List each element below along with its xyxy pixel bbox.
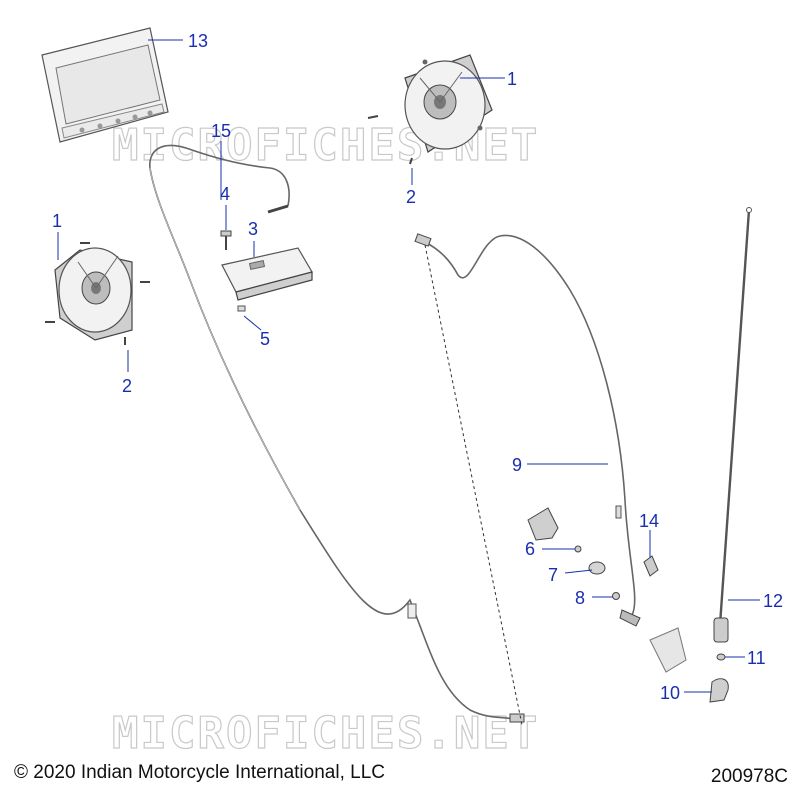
antenna-nut-part [716, 653, 726, 661]
speaker-top-part [367, 54, 493, 165]
fastener-part [237, 305, 246, 312]
callout-4: 4 [220, 184, 230, 204]
copyright-notice: © 2020 Indian Motorcycle International, … [14, 762, 385, 783]
antenna-mast-part [713, 207, 752, 643]
small-washer-part [612, 592, 620, 600]
callout-2-top: 2 [406, 187, 416, 207]
callout-13: 13 [188, 31, 208, 51]
clip-part [643, 555, 659, 577]
mount-plate-part [649, 627, 687, 673]
callout-11: 11 [747, 648, 766, 668]
amplifier-module-part [221, 247, 313, 301]
speaker-left-part [45, 242, 150, 345]
callout-15: 15 [211, 121, 231, 141]
connection-dashed-line [424, 244, 523, 726]
callout-5: 5 [260, 329, 270, 349]
callout-8: 8 [575, 588, 585, 608]
callout-10: 10 [660, 683, 680, 703]
callout-14: 14 [639, 511, 659, 531]
callout-2-left: 2 [122, 376, 132, 396]
washer-part [588, 561, 606, 575]
callout-7: 7 [548, 565, 558, 585]
callout-6: 6 [525, 539, 535, 559]
antenna-cable-part [414, 233, 641, 627]
drawing-number: 200978C [710, 766, 788, 787]
callout-3: 3 [248, 219, 258, 239]
callout-12: 12 [763, 591, 783, 611]
nut-part [574, 545, 582, 553]
display-unit-part [41, 27, 169, 143]
callout-1-top: 1 [507, 69, 517, 89]
leader-lines [57, 39, 760, 693]
mount-bracket-part [527, 507, 559, 541]
harness-cable-part [149, 144, 525, 723]
screw-part [220, 230, 232, 250]
callout-9: 9 [512, 455, 522, 475]
antenna-base-part [709, 678, 729, 703]
callout-1-left: 1 [52, 211, 62, 231]
watermark-bottom: MICROFICHES.NET [112, 708, 539, 759]
